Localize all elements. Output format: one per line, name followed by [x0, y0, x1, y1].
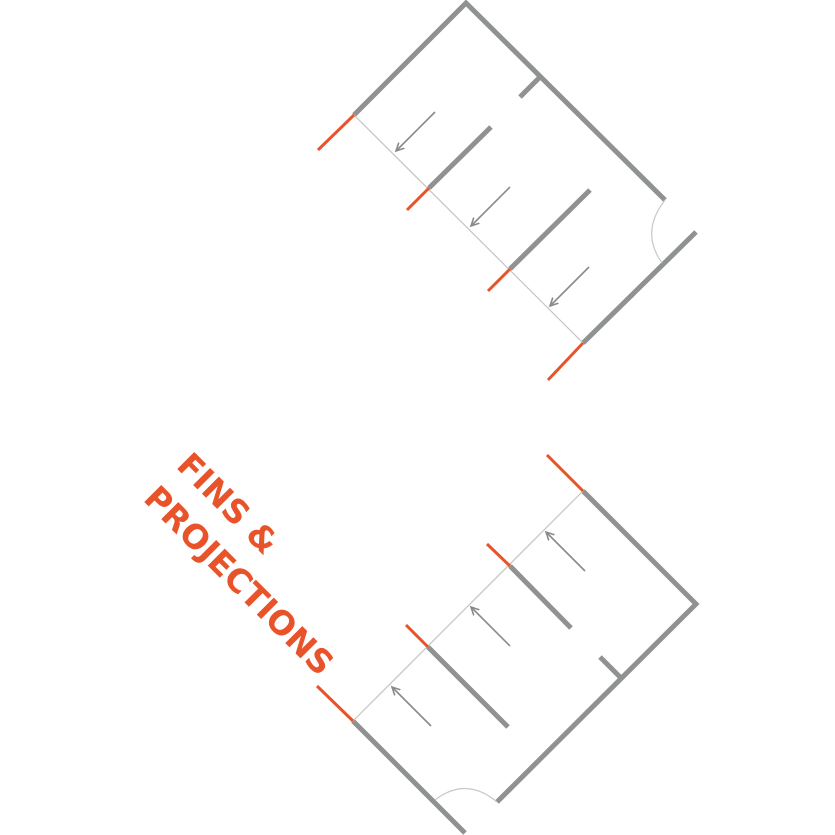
projection-edge: [485, 542, 512, 568]
wall-stub: [518, 74, 543, 99]
arrow-icon: [396, 111, 436, 151]
arrow-icon: [546, 532, 586, 572]
arrow-icon: [471, 607, 511, 647]
projection-edge: [404, 623, 430, 649]
facade-line: [353, 114, 584, 344]
arrow-icon: [471, 186, 511, 226]
projection-edge: [316, 113, 356, 152]
bottom-plan: [315, 453, 700, 835]
projection-edge: [546, 341, 585, 382]
projection-edge: [486, 267, 512, 293]
top-plan: [316, 0, 698, 382]
outer-wall-lower: [351, 719, 467, 835]
outer-wall-lower: [581, 230, 698, 345]
projection-edge: [545, 453, 585, 493]
outer-wall: [352, 0, 667, 202]
wall-stub: [598, 655, 623, 680]
fin: [426, 645, 510, 729]
outer-wall: [495, 489, 700, 804]
projection-edge: [405, 186, 431, 212]
door-swing-arc: [434, 787, 498, 803]
arrow-icon: [392, 687, 432, 727]
door-swing-arc: [651, 199, 666, 264]
arrow-icon: [550, 266, 590, 306]
facade-line: [352, 490, 584, 722]
projection-edge: [315, 684, 355, 723]
fin: [427, 125, 493, 190]
fin: [508, 188, 592, 271]
fin: [508, 564, 573, 630]
